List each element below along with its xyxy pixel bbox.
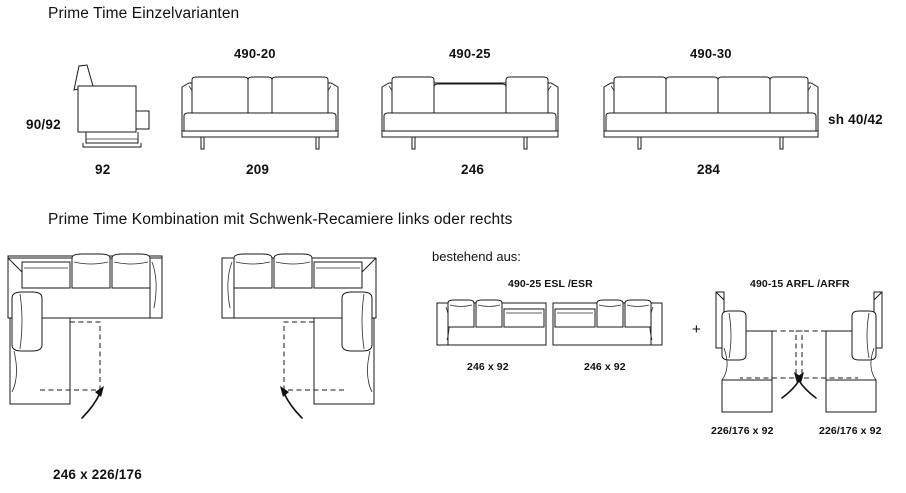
- item-dimension-esl: 246 x 92: [467, 361, 509, 373]
- side-view-height-label: 90/92: [26, 117, 61, 132]
- consists-of-label: bestehend aus:: [432, 249, 521, 264]
- item-dimension-arfr: 226/176 x 92: [819, 425, 882, 437]
- plus-symbol: +: [692, 321, 701, 338]
- variant-width-490-30: 284: [697, 162, 721, 177]
- variant-width-490-25: 246: [461, 162, 485, 177]
- group-code-arfl-arfr: 490-15 ARFL /ARFR: [750, 278, 850, 290]
- section-two-title: Prime Time Kombination mit Schwenk-Recam…: [48, 211, 513, 228]
- variant-code-490-20: 490-20: [234, 46, 276, 61]
- item-dimension-arfl: 226/176 x 92: [711, 425, 774, 437]
- variant-code-490-25: 490-25: [449, 46, 491, 61]
- combination-overall-dimension: 246 x 226/176: [53, 467, 142, 482]
- variant-width-490-20: 209: [246, 162, 270, 177]
- variant-code-490-30: 490-30: [690, 46, 732, 61]
- group-code-esl-esr: 490-25 ESL /ESR: [508, 278, 593, 290]
- section-one-title: Prime Time Einzelvarianten: [48, 5, 240, 22]
- seat-height-label: sh 40/42: [828, 112, 883, 127]
- item-dimension-esr: 246 x 92: [584, 361, 626, 373]
- side-view-depth-label: 92: [95, 162, 111, 177]
